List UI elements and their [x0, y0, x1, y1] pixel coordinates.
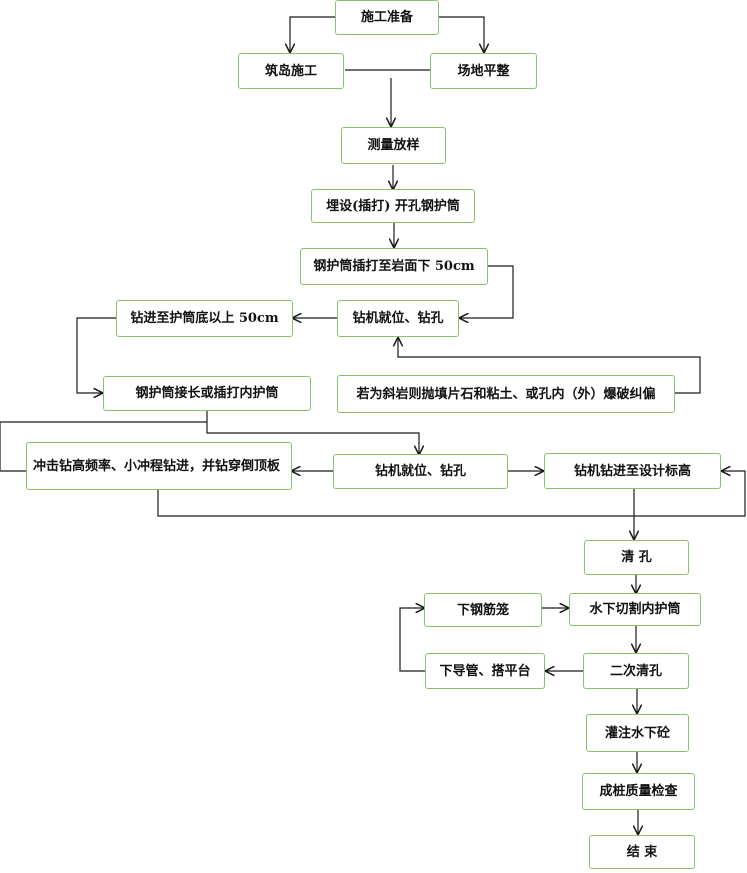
node-drill-2-label: 钻机就位、钻孔	[374, 464, 466, 479]
node-embed-casing-label: 埋设(插打) 开孔钢护筒	[326, 198, 460, 214]
node-island: 筑岛施工	[238, 53, 344, 89]
node-drill-to-bottom-label: 钻进至护筒底以上 50cm	[130, 311, 279, 326]
node-second-clean-label: 二次清孔	[609, 663, 662, 679]
connector-prep-site	[438, 16, 484, 52]
node-conduit-platform: 下导管、搭平台	[425, 653, 545, 689]
node-rebar-cage: 下钢筋笼	[424, 593, 542, 627]
node-quality-check-label: 成桩质量检查	[599, 784, 678, 799]
node-casing-to-rock: 钢护筒插打至岩面下 50cm	[300, 248, 488, 285]
node-backfill-blast-label: 若为斜岩则抛填片石和粘土、或孔内（外）爆破纠偏	[356, 386, 656, 402]
node-embed-casing: 埋设(插打) 开孔钢护筒	[311, 189, 475, 223]
node-drill-to-bottom: 钻进至护筒底以上 50cm	[116, 300, 293, 337]
node-pour-concrete: 灌注水下砼	[586, 714, 689, 752]
node-site-level: 场地平整	[430, 53, 537, 89]
node-end-label: 结 束	[626, 844, 658, 860]
node-clean-hole-label: 清 孔	[621, 550, 652, 565]
node-rebar-cage-label: 下钢筋笼	[456, 602, 509, 618]
node-impact-drill: 冲击钻高频率、小冲程钻进，并钻穿倒顶板	[26, 442, 292, 490]
node-drill-2: 钻机就位、钻孔	[333, 454, 508, 489]
connector-bottom-extend	[76, 317, 116, 393]
node-prep: 施工准备	[335, 0, 439, 35]
node-island-label: 筑岛施工	[264, 63, 317, 79]
node-extend-casing: 钢护筒接长或插打内护筒	[103, 376, 311, 411]
connector-backfill-drill1	[398, 338, 701, 394]
node-quality-check: 成桩质量检查	[582, 773, 695, 810]
connector-impact-clean	[157, 471, 746, 517]
node-impact-drill-label: 冲击钻高频率、小冲程钻进，并钻穿倒顶板	[33, 458, 281, 474]
node-drill-1-label: 钻机就位、钻孔	[352, 311, 444, 326]
node-drill-1: 钻机就位、钻孔	[337, 300, 459, 337]
node-cut-casing-label: 水下切割内护筒	[589, 602, 681, 617]
node-end: 结 束	[589, 835, 695, 869]
node-clean-hole: 清 孔	[584, 540, 689, 575]
node-prep-label: 施工准备	[360, 10, 413, 25]
node-survey: 测量放样	[341, 127, 446, 164]
node-second-clean: 二次清孔	[583, 653, 689, 689]
node-pour-concrete-label: 灌注水下砼	[604, 725, 670, 741]
node-extend-casing-label: 钢护筒接长或插打内护筒	[135, 386, 279, 401]
node-survey-label: 测量放样	[367, 138, 420, 153]
node-casing-to-rock-label: 钢护筒插打至岩面下 50cm	[313, 259, 475, 274]
node-conduit-platform-label: 下导管、搭平台	[439, 663, 531, 679]
node-cut-casing: 水下切割内护筒	[569, 593, 701, 626]
connector-loop-impact	[0, 421, 207, 472]
connector-prep-island	[290, 16, 336, 52]
node-drill-design-label: 钻机钻进至设计标高	[573, 463, 691, 479]
connector-casing-drill1	[460, 265, 514, 318]
node-drill-design: 钻机钻进至设计标高	[544, 453, 721, 489]
connector-conduit-rebar	[399, 608, 425, 672]
node-site-level-label: 场地平整	[457, 63, 510, 79]
node-backfill-blast: 若为斜岩则抛填片石和粘土、或孔内（外）爆破纠偏	[337, 375, 675, 413]
